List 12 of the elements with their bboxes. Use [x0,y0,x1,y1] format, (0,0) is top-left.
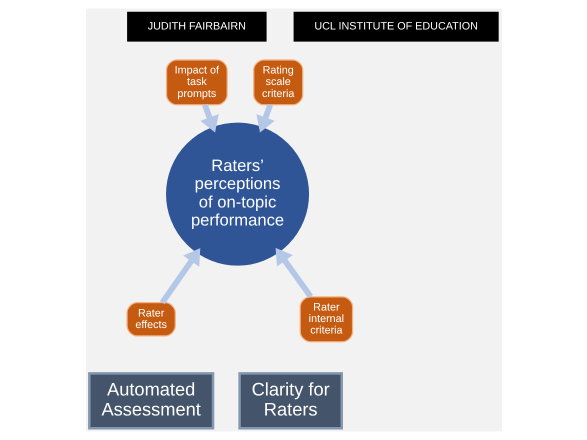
node-box: Impact of task prompts [165,59,228,106]
node-box: Automated Assessment [88,372,214,430]
node-box: Clarity for Raters [238,372,342,430]
node-box: Rating scale criteria [252,59,303,106]
node-box: Rater internal criteria [299,296,353,342]
label: UCL INSTITUTE OF EDUCATION [314,20,478,33]
arrow [275,248,313,298]
label: JUDITH FAIRBAIRN [147,20,246,33]
node-box: Rater effects [126,302,176,336]
arrow [200,104,218,132]
arrow [159,248,200,304]
arrow [256,104,274,132]
